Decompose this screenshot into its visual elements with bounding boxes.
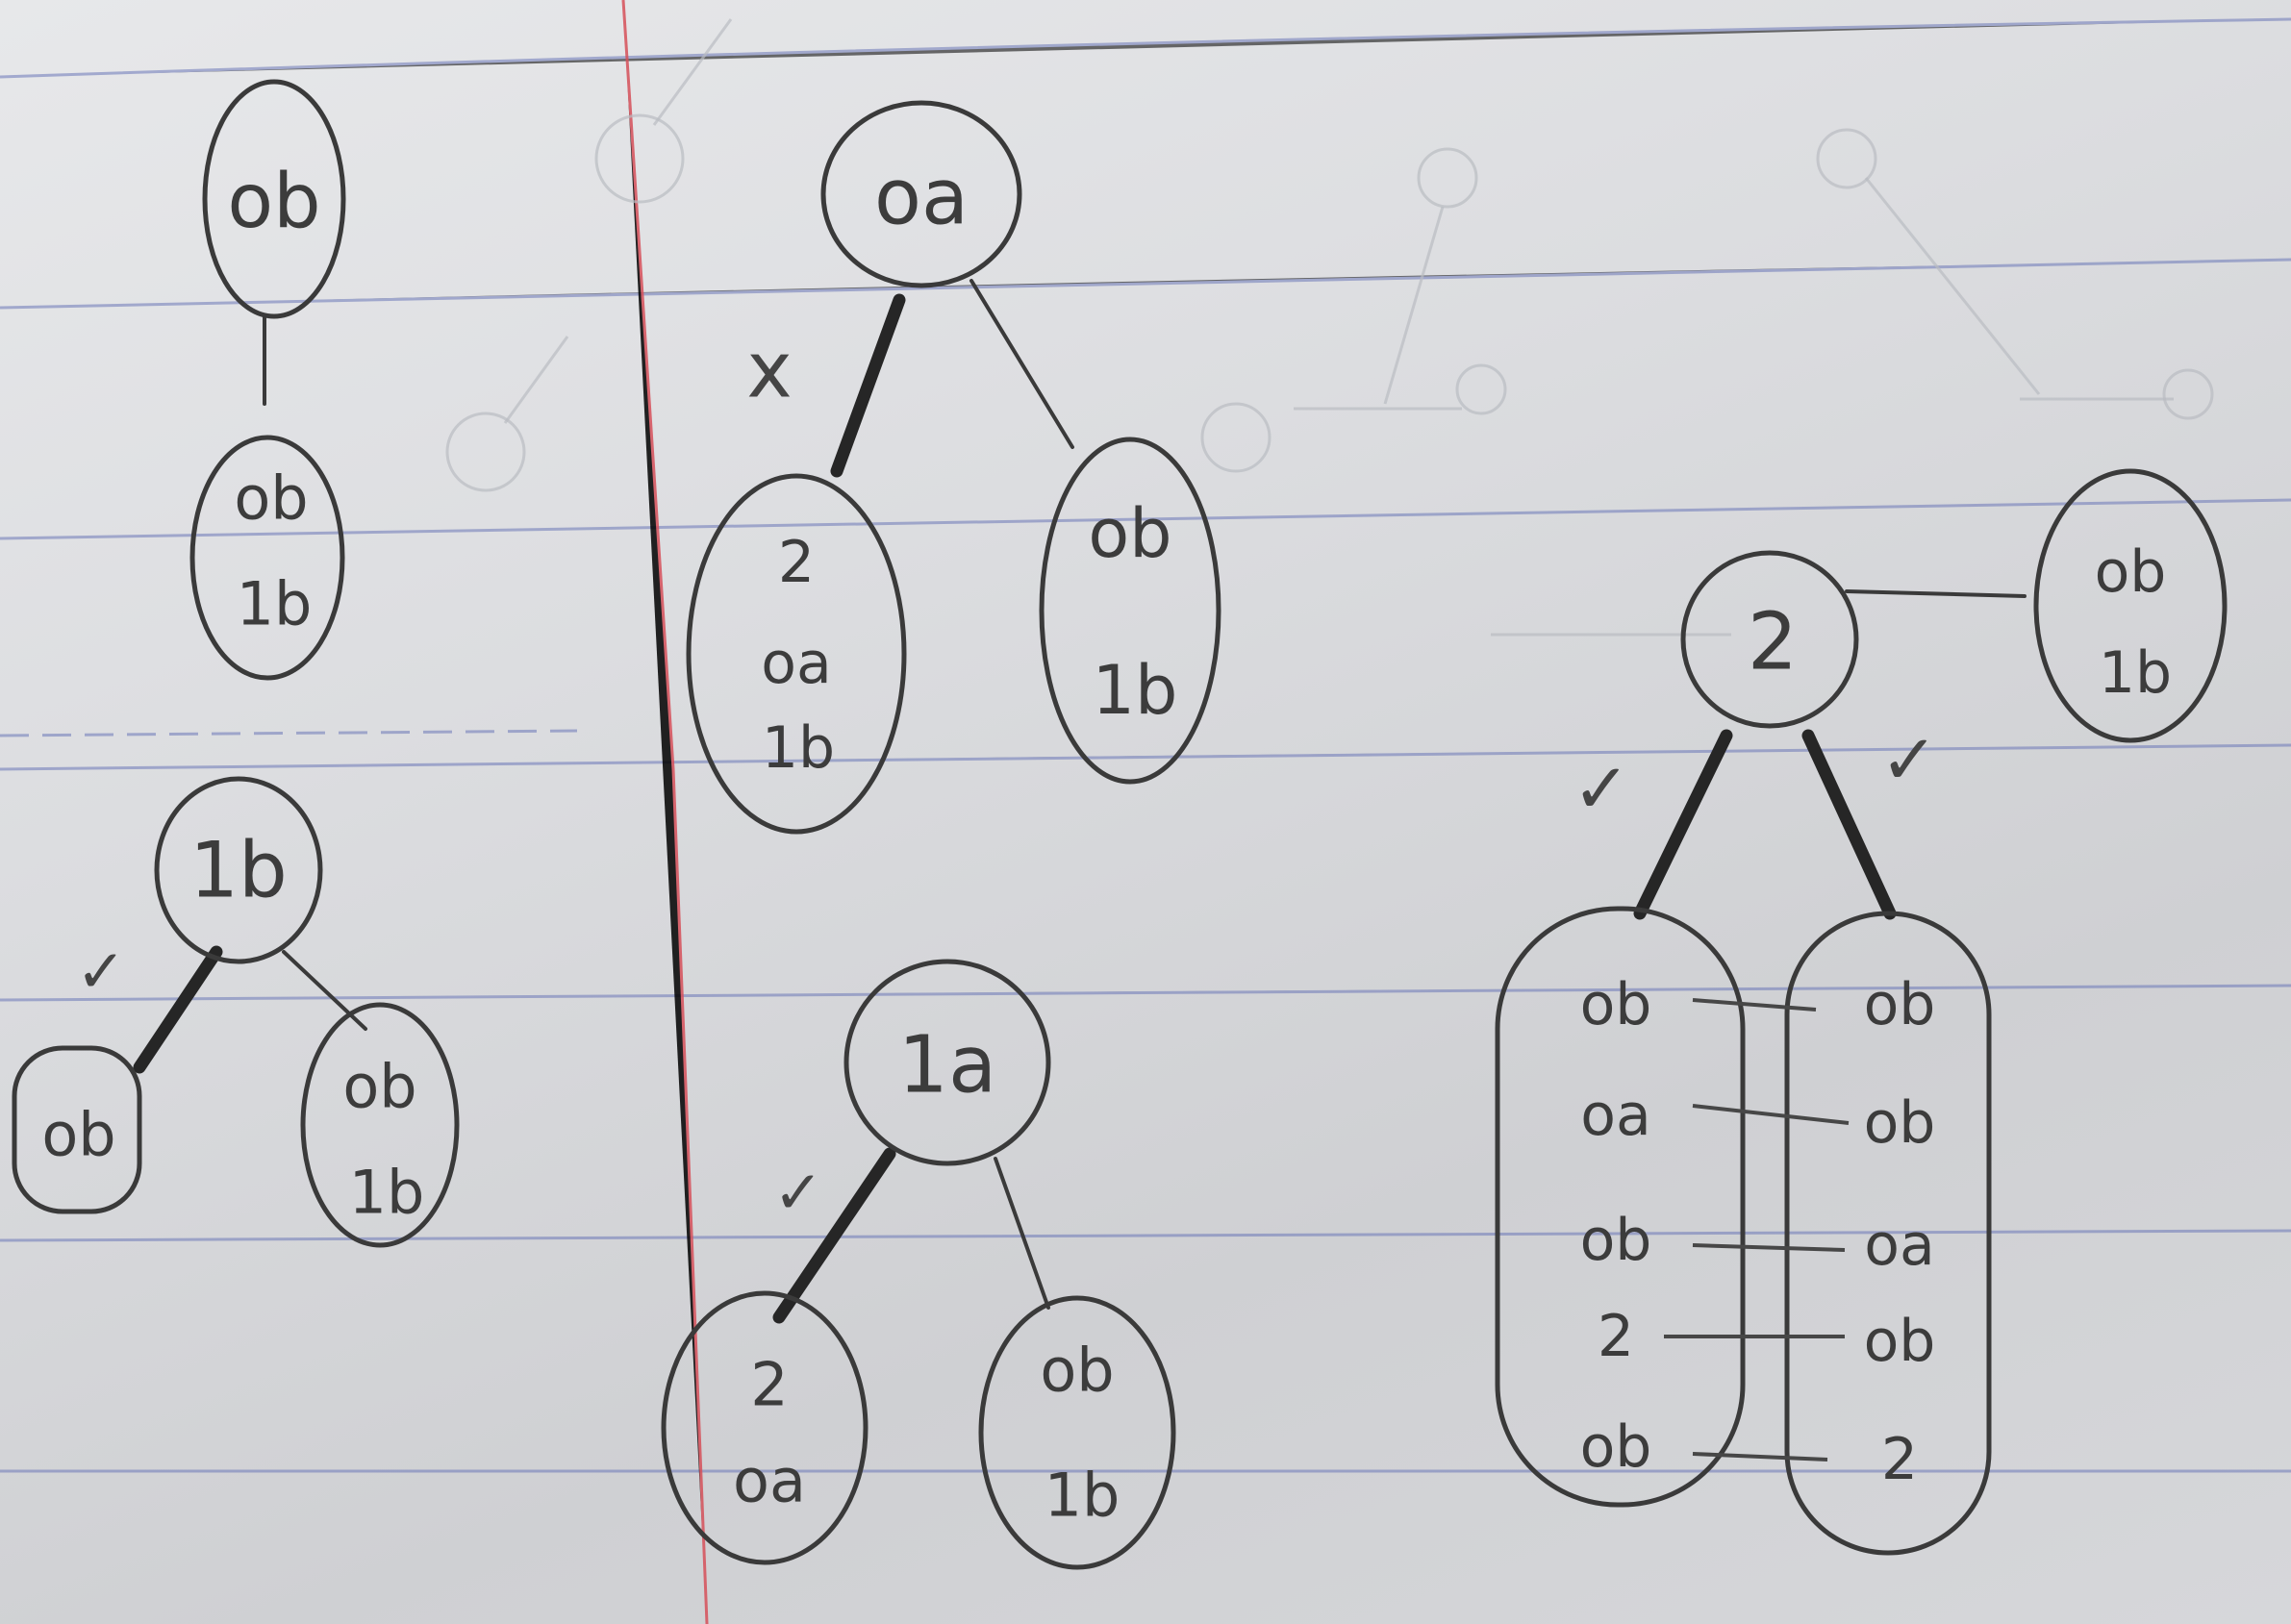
edge: [282, 950, 367, 1031]
root-label: 1a: [898, 1020, 996, 1112]
root-node: [843, 959, 1051, 1166]
right-column-label: ob: [1864, 1089, 1936, 1157]
left-column-label: ob: [1580, 971, 1652, 1038]
bold-edge: [772, 1147, 896, 1324]
right-column-label: ob: [1864, 971, 1936, 1038]
edge: [994, 1157, 1050, 1310]
child-label: 1b: [1045, 1461, 1120, 1531]
child-label: 1b: [762, 714, 835, 782]
column-links: [1664, 998, 1850, 1462]
child-label: ob: [1088, 494, 1171, 573]
child-label: 2: [778, 529, 815, 596]
root-label: ob: [227, 159, 320, 245]
right-column-node: [1784, 911, 1992, 1556]
root-node: [820, 100, 1022, 288]
check-mark: ✓: [773, 1158, 823, 1228]
left-child-node: [686, 473, 907, 835]
left-column-label: ob: [1580, 1207, 1652, 1274]
right-child-node: [300, 1002, 460, 1248]
left-column-label: ob: [1580, 1413, 1652, 1481]
bold-edge: [830, 293, 906, 478]
check-mark: ✓: [1880, 719, 1938, 800]
right-child-node: [1039, 437, 1221, 785]
x-mark: x: [746, 326, 792, 415]
tree-top-left: ob ob 1b: [189, 79, 346, 681]
left-column-label: 2: [1598, 1303, 1634, 1370]
margin-line: [621, 0, 709, 1624]
bold-edge: [133, 945, 223, 1074]
root-node: [1680, 550, 1859, 729]
root-node: [154, 776, 323, 964]
edge: [1845, 589, 2027, 598]
check-mark: ✓: [76, 937, 126, 1007]
child-label: oa: [761, 630, 831, 697]
right-column-label: 2: [1881, 1426, 1918, 1493]
child-label: ob: [1040, 1336, 1114, 1406]
left-column-label: oa: [1580, 1082, 1650, 1149]
child-label: ob: [342, 1052, 416, 1122]
root-label: 2: [1748, 597, 1798, 688]
root-label: 1b: [189, 826, 288, 915]
tree-bottom-middle: 1a ✓ 2 oa ob 1b: [661, 959, 1176, 1570]
bold-edge: [1633, 729, 1733, 920]
tree-top-middle: oa x 2 oa 1b ob 1b: [686, 100, 1221, 835]
side-node: [2033, 468, 2228, 743]
child-label: 1b: [1093, 651, 1178, 730]
child-label: 2: [750, 1350, 788, 1420]
ruled-lines: [0, 17, 2291, 1473]
child-label: ob: [41, 1100, 115, 1170]
check-mark: ✓: [1573, 748, 1630, 829]
left-column-node: [1495, 906, 1746, 1508]
right-child-node: [978, 1295, 1176, 1570]
erased-sketch-marks: [445, 18, 2214, 637]
right-column-label: ob: [1864, 1308, 1936, 1375]
child-label: 1b: [237, 569, 313, 639]
child-label: ob: [234, 463, 308, 534]
bold-edge: [1801, 729, 1897, 920]
child-label: oa: [733, 1446, 806, 1516]
side-node-label: 1b: [2099, 639, 2172, 707]
edge: [969, 279, 1074, 449]
child-label: 1b: [349, 1158, 425, 1228]
child-node: [189, 435, 345, 681]
root-label: oa: [874, 153, 969, 242]
left-child-node: [12, 1045, 142, 1214]
root-node: [202, 79, 346, 319]
tree-right: 2 ✓ ✓ ob 1b ob oa ob 2 ob ob ob oa ob 2: [1495, 468, 2228, 1556]
side-node-label: ob: [2095, 538, 2167, 606]
tree-bottom-left: 1b ✓ ob ob 1b: [12, 776, 460, 1248]
left-child-node: [661, 1290, 869, 1565]
right-column-label: oa: [1864, 1212, 1934, 1279]
